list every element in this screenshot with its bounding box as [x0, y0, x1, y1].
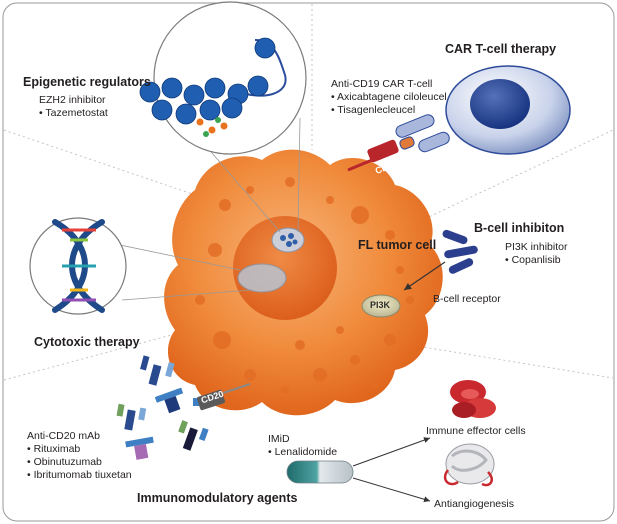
immune-effector-cells-illustration [450, 380, 496, 418]
b-cell-drug-0: • Copanlisib [505, 254, 561, 266]
immunomodulatory-title: Immunomodulatory agents [137, 491, 298, 505]
car-t-title: CAR T-cell therapy [445, 42, 557, 56]
car-t-drug-1: • Tisagenlecleucel [331, 104, 416, 116]
car-t-drug-0: • Axicabtagene ciloleucel [331, 91, 447, 103]
anti-cd20-drug-2: • Ibritumomab tiuxetan [27, 469, 132, 481]
epigenetic-title: Epigenetic regulators [23, 75, 151, 89]
pi3k-ellipse [361, 294, 401, 318]
dna-region [237, 263, 287, 293]
anti-cd20-class: Anti-CD20 mAb [27, 430, 100, 442]
outcome-antiangiogenesis: Antiangiogenesis [434, 498, 514, 510]
cd20-tag [196, 383, 251, 411]
arrow-to-antiangio [352, 477, 431, 503]
b-cell-receptor-label: B-cell receptor [433, 293, 501, 305]
imid-drug-0: • Lenalidomide [268, 446, 338, 458]
fl-tumor-cell [164, 149, 443, 416]
tumor-nucleus [233, 216, 337, 320]
arrow-to-immune [352, 437, 431, 467]
outcome-immune-effector: Immune effector cells [426, 425, 526, 437]
b-cell-class: PI3K inhibitor [505, 241, 568, 253]
cytotoxic-title: Cytotoxic therapy [34, 335, 140, 349]
chromatin-region [271, 227, 305, 253]
epigenetic-drug-0: • Tazemetostat [39, 107, 108, 119]
b-cell-title: B-cell inhibiton [474, 221, 565, 235]
section-dividers [3, 4, 614, 381]
anti-cd20-drug-1: • Obinutuzumab [27, 456, 102, 468]
antiangiogenesis-illustration [443, 443, 495, 487]
b-cell-receptor [403, 229, 478, 291]
dna-magnifier [29, 217, 127, 315]
car-t-cell [347, 65, 571, 172]
anti-cd20-drug-0: • Rituximab [27, 443, 81, 455]
cd19-tag [367, 139, 399, 163]
chromatin-magnifier [139, 1, 307, 155]
imid-class: IMiD [268, 433, 290, 445]
epigenetic-class: EZH2 inhibitor [39, 94, 106, 106]
imid-pill [286, 460, 354, 484]
car-t-class: Anti-CD19 CAR T-cell [331, 78, 433, 90]
tumor-cell-label: FL tumor cell [358, 238, 437, 252]
pi3k-label: PI3K [370, 300, 391, 310]
